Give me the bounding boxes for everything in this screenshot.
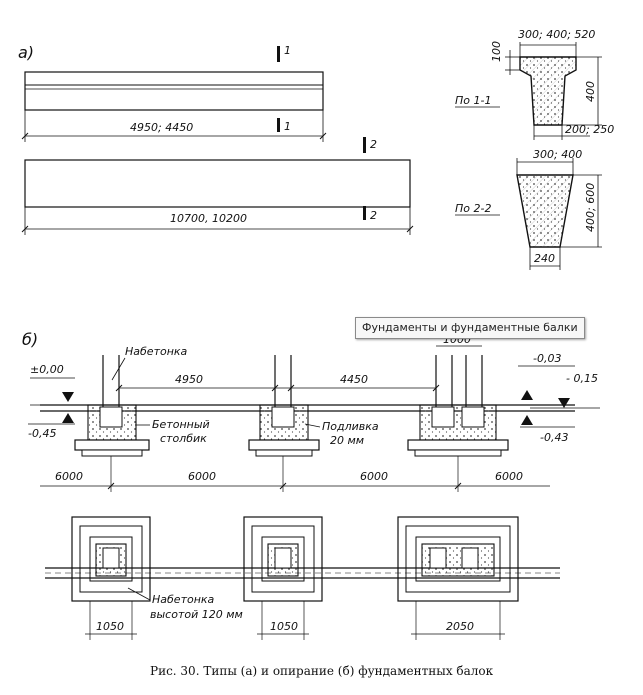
label-grout-1: Подливка: [322, 420, 379, 433]
svg-text:2050: 2050: [446, 620, 474, 633]
plan-foundation-1: [71, 516, 151, 602]
svg-text:-0,43: -0,43: [540, 431, 568, 444]
dimension-beam-2: 10700, 10200: [21, 207, 414, 235]
svg-text:6000: 6000: [360, 470, 388, 483]
dimension-beam-1: 4950; 4450: [21, 110, 327, 142]
plan-foundation-2: [243, 516, 323, 602]
panel-b-label: б): [22, 330, 38, 349]
tooltip: Фундаменты и фундаментные балки: [355, 317, 585, 339]
panel-a: а) 1 4950; 4450 1 2: [18, 28, 614, 270]
section-1-flange: 100: [490, 41, 503, 62]
label-grout-2: 20 мм: [330, 434, 364, 447]
svg-text:-0,45: -0,45: [28, 427, 56, 440]
beam-1-length: 4950; 4450: [130, 121, 193, 134]
foundation-1: [74, 355, 150, 457]
foundation-2: [248, 355, 320, 457]
span-dimensions: 4950 4450 1000: [115, 333, 482, 392]
section-2-bottom-width: 240: [534, 252, 555, 265]
svg-text:2: 2: [370, 209, 377, 222]
svg-text:6000: 6000: [55, 470, 83, 483]
beam-2-length: 10700, 10200: [170, 212, 247, 225]
spacing-dimensions: 6000 6000 6000 6000: [40, 456, 550, 492]
svg-text:±0,00: ±0,00: [30, 363, 64, 376]
svg-text:1: 1: [284, 44, 291, 57]
beam-1: [24, 71, 324, 111]
section-1-height: 400: [584, 81, 597, 102]
label-nabetonka: Набетонка: [125, 345, 188, 358]
plan-label-2: высотой 120 мм: [150, 608, 243, 621]
section-1-title: По 1-1: [455, 94, 491, 107]
foundation-3: [407, 355, 509, 457]
label-concrete-post-2: столбик: [160, 432, 207, 445]
label-concrete-post-1: Бетонный: [152, 418, 210, 431]
plan-foundation-3: [397, 516, 519, 602]
elevation-right: -0,03 - 0,15 -0,43: [518, 352, 600, 444]
section-1-1: 300; 400; 520 100 400 200; 250 По 1-1: [455, 28, 614, 140]
beam-2: [24, 159, 411, 208]
figure-caption: Рис. 30. Типы (а) и опирание (б) фундаме…: [150, 664, 494, 678]
section-1-top-width: 300; 400; 520: [518, 28, 595, 41]
span-left: 4950: [175, 373, 203, 386]
section-mark-2-bottom: 2: [363, 206, 377, 222]
panel-b: б): [22, 330, 600, 640]
svg-text:- 0,15: - 0,15: [566, 372, 598, 385]
plan-label-1: Набетонка: [152, 593, 215, 606]
svg-text:1050: 1050: [270, 620, 298, 633]
section-2-top-width: 300; 400: [533, 148, 582, 161]
svg-text:6000: 6000: [495, 470, 523, 483]
section-mark-2-top: 2: [363, 137, 377, 153]
section-1-bottom-width: 200; 250: [565, 123, 614, 136]
svg-text:6000: 6000: [188, 470, 216, 483]
svg-text:1: 1: [284, 120, 291, 133]
section-2-height: 400; 600: [584, 183, 597, 232]
svg-text:2: 2: [370, 138, 377, 151]
panel-a-label: а): [18, 43, 34, 62]
section-mark-1-top: 1: [277, 44, 291, 62]
plan-view: Набетонка высотой 120 мм 1050 1050 2050: [45, 516, 560, 640]
svg-text:-0,03: -0,03: [533, 352, 561, 365]
svg-text:1050: 1050: [96, 620, 124, 633]
section-mark-1-bottom: 1: [277, 118, 291, 133]
elevation-left: ±0,00 -0,45: [28, 363, 75, 440]
section-2-title: По 2-2: [455, 202, 491, 215]
span-right: 4450: [340, 373, 368, 386]
section-2-2: 300; 400 400; 600 240 По 2-2: [455, 148, 602, 270]
